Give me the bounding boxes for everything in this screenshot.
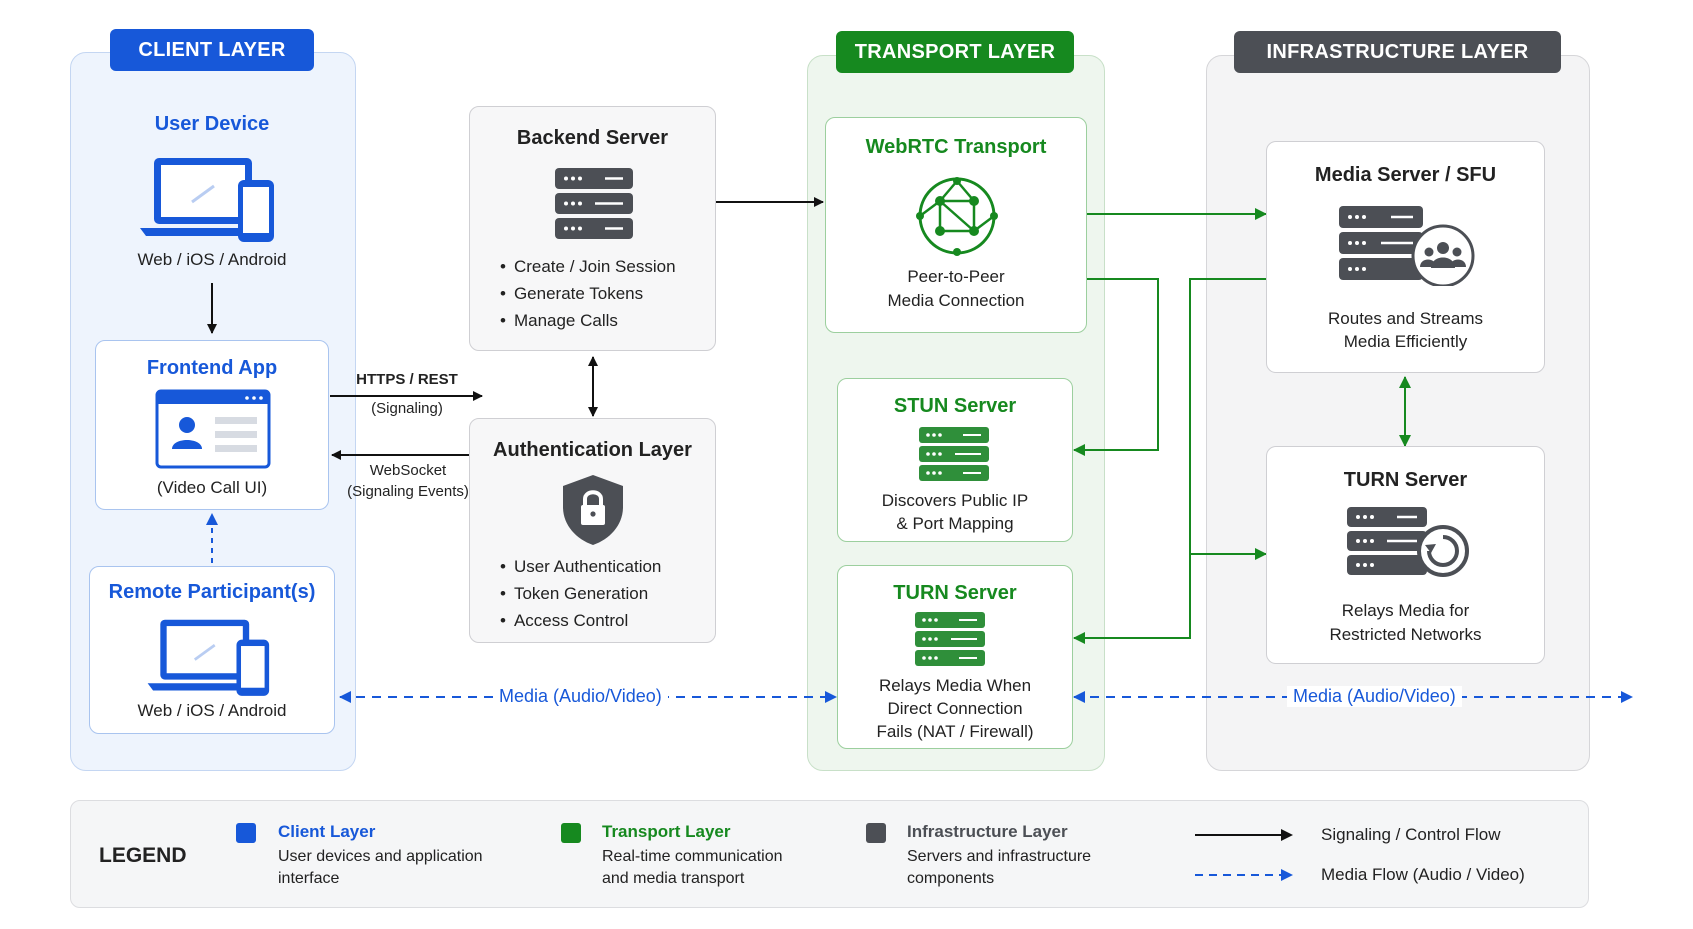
media-server-group-icon <box>1339 206 1475 286</box>
turn-server-infra-card: TURN Server Relays Media for Restricted … <box>1266 446 1545 664</box>
stun-line1: Discovers Public IP <box>881 491 1029 510</box>
user-device-platforms: Web / iOS / Android <box>137 250 287 269</box>
authentication-layer-card: Authentication Layer User Authentication… <box>469 418 716 643</box>
legend-client-line1: User devices and application <box>278 848 483 865</box>
laptop-phone-icon <box>147 619 270 696</box>
turn-transport-line3: Fails (NAT / Firewall) <box>876 722 1034 741</box>
sfu-line1: Routes and Streams <box>1328 309 1483 328</box>
frontend-app-subtitle: (Video Call UI) <box>156 478 268 497</box>
legend-media-label: Media Flow (Audio / Video) <box>1321 865 1525 884</box>
legend-infra-head: Infrastructure Layer <box>907 822 1068 841</box>
https-signaling-label: (Signaling) <box>371 400 443 417</box>
stun-server-title: STUN Server <box>893 395 1017 417</box>
webrtc-transport-title: WebRTC Transport <box>865 136 1047 158</box>
websocket-label: WebSocket <box>369 462 447 479</box>
legend-transport-swatch <box>561 823 581 843</box>
webrtc-line2: Media Connection <box>887 291 1025 310</box>
frontend-app-card: Frontend App (Video Call UI) <box>95 340 329 510</box>
legend-infra-swatch <box>866 823 886 843</box>
sfu-line2: Media Efficiently <box>1343 332 1468 351</box>
backend-item: Create / Join Session <box>500 253 676 280</box>
media-server-sfu-title: Media Server / SFU <box>1314 164 1497 186</box>
webrtc-line1: Peer-to-Peer <box>907 267 1005 286</box>
legend-signaling-label: Signaling / Control Flow <box>1321 825 1501 844</box>
arrow-sfu-turn-transport <box>1073 278 1266 644</box>
relay-server-icon <box>1347 507 1469 577</box>
remote-participants-platforms: Web / iOS / Android <box>137 701 287 720</box>
legend-transport-head: Transport Layer <box>602 822 731 841</box>
server-rack-green-icon <box>915 612 985 666</box>
auth-item: Token Generation <box>500 580 661 607</box>
arrow-webrtc-stun <box>1073 278 1159 456</box>
turn-transport-line1: Relays Media When <box>878 676 1032 695</box>
webrtc-transport-card: WebRTC Transport Peer-to-Peer Media Conn… <box>825 117 1087 333</box>
legend-transport-line1: Real-time communication <box>602 848 783 865</box>
turn-infra-line1: Relays Media for <box>1341 601 1470 620</box>
remote-participants-card: Remote Participant(s) Web / iOS / Androi… <box>89 566 335 734</box>
authentication-layer-list: User Authentication Token Generation Acc… <box>500 553 661 634</box>
stun-server-card: STUN Server Discovers Public IP & Port M… <box>837 378 1073 542</box>
turn-transport-line2: Direct Connection <box>887 699 1023 718</box>
user-device-card: User Device Web / iOS / Android <box>80 105 344 275</box>
legend-transport-line2: and media transport <box>602 870 745 887</box>
shield-lock-icon <box>563 475 623 545</box>
authentication-layer-title: Authentication Layer <box>493 439 692 461</box>
https-rest-label: HTTPS / REST <box>356 371 458 388</box>
legend-arrow-samples <box>1195 829 1293 881</box>
frontend-app-title: Frontend App <box>146 357 278 379</box>
legend-infra-line1: Servers and infrastructure <box>907 848 1092 865</box>
media-flow-right-label: Media (Audio/Video) <box>1287 686 1462 707</box>
media-server-sfu-card: Media Server / SFU Routes and Streams Me… <box>1266 141 1545 373</box>
legend-client-head: Client Layer <box>278 822 376 841</box>
legend-client-line2: interface <box>278 870 340 887</box>
transport-layer-tag: TRANSPORT LAYER <box>836 31 1074 73</box>
infrastructure-layer-tag: INFRASTRUCTURE LAYER <box>1234 31 1561 73</box>
server-rack-icon <box>555 168 633 239</box>
legend-title: LEGEND <box>99 844 187 867</box>
turn-infra-line2: Restricted Networks <box>1329 625 1482 644</box>
turn-server-infra-title: TURN Server <box>1343 469 1468 491</box>
network-mesh-icon <box>916 177 998 256</box>
video-call-ui-icon <box>155 389 271 469</box>
turn-server-transport-title: TURN Server <box>893 582 1017 604</box>
user-device-title: User Device <box>154 113 270 135</box>
stun-line2: & Port Mapping <box>896 514 1014 533</box>
backend-server-card: Backend Server Create / Join Session Gen… <box>469 106 716 351</box>
server-rack-green-icon <box>919 427 989 481</box>
backend-server-list: Create / Join Session Generate Tokens Ma… <box>500 253 676 334</box>
remote-participants-title: Remote Participant(s) <box>108 581 316 603</box>
legend-infra-line2: components <box>907 870 995 887</box>
laptop-phone-icon <box>140 158 274 242</box>
backend-item: Generate Tokens <box>500 280 676 307</box>
legend-client-swatch <box>236 823 256 843</box>
websocket-events-label: (Signaling Events) <box>347 483 469 500</box>
turn-server-transport-card: TURN Server Relays Media When Direct Con… <box>837 565 1073 749</box>
legend-panel: LEGEND Client Layer User devices and app… <box>70 800 1589 908</box>
auth-item: Access Control <box>500 607 661 634</box>
media-flow-left-label: Media (Audio/Video) <box>493 686 668 707</box>
backend-server-title: Backend Server <box>516 127 669 149</box>
client-layer-tag: CLIENT LAYER <box>110 29 314 71</box>
backend-item: Manage Calls <box>500 307 676 334</box>
auth-item: User Authentication <box>500 553 661 580</box>
